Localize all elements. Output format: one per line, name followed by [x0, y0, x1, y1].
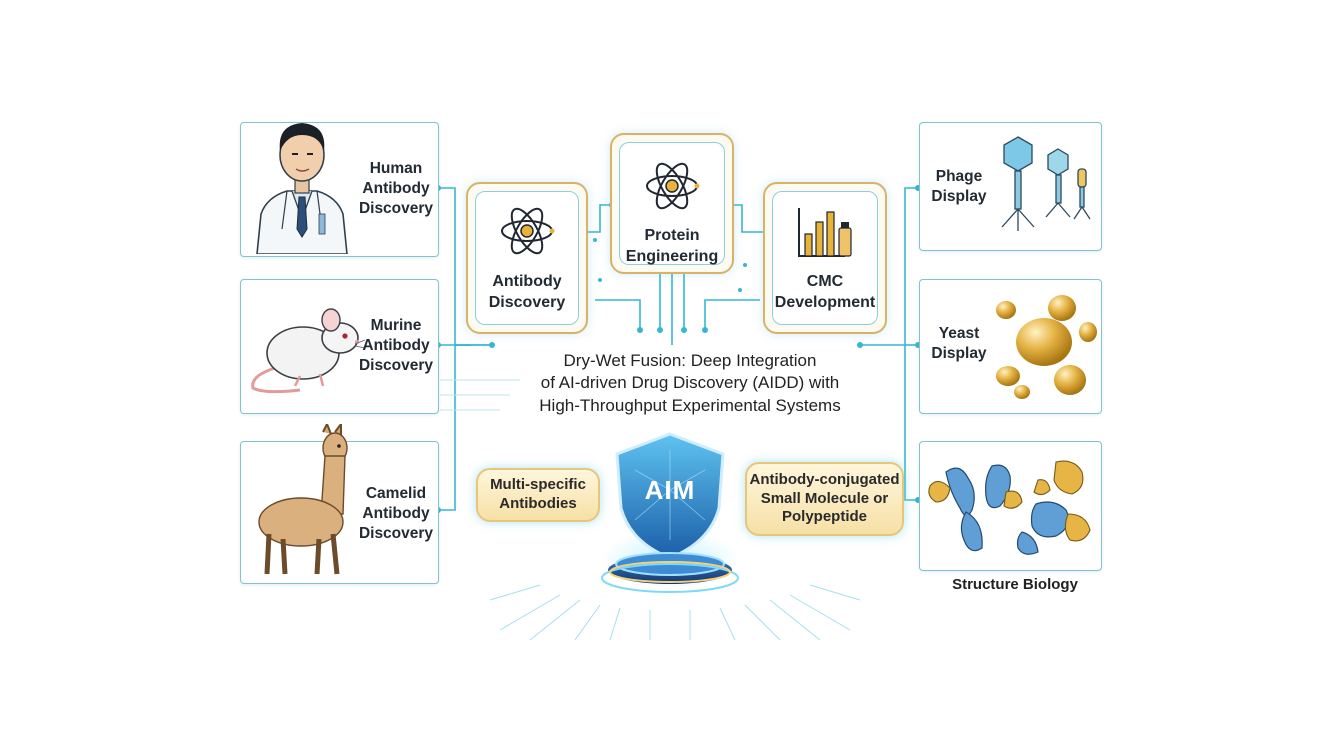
antibody-discovery-label: Antibody Discovery	[488, 273, 566, 311]
atom-icon	[501, 207, 555, 255]
protein-engineering-module: Protein Engineering	[610, 133, 734, 274]
mouse-icon	[251, 308, 365, 394]
yeast-display-card: Yeast Display	[919, 279, 1102, 414]
antibody-discovery-module: Antibody Discovery	[466, 182, 588, 334]
atom-icon	[646, 162, 700, 210]
human-antibody-card: Human Antibody Discovery	[240, 122, 439, 257]
murine-antibody-card: Murine Antibody Discovery	[240, 279, 439, 414]
structure-biology-caption: Structure Biology	[952, 576, 1078, 593]
protein-engineering-inner	[619, 142, 725, 265]
main-title: Dry-Wet Fusion: Deep Integration of AI-d…	[539, 351, 841, 415]
scientist-icon	[256, 123, 348, 254]
cmc-development-label: CMC Development	[774, 273, 876, 311]
protein-engineering-label: Protein Engineering	[625, 227, 719, 265]
phage-icon	[1001, 136, 1091, 231]
bar-chart-vial-icon	[798, 208, 852, 257]
multi-specific-pill: Multi-specific Antibodies	[476, 468, 600, 522]
phage-display-card: Phage Display	[919, 122, 1102, 251]
human-antibody-label: Human Antibody Discovery	[358, 160, 434, 218]
camelid-antibody-card: Camelid Antibody Discovery	[240, 424, 439, 584]
cmc-development-module: CMC Development	[763, 182, 887, 334]
protein-structure-icon	[928, 460, 1091, 555]
yeast-display-label: Yeast Display	[931, 325, 987, 363]
murine-antibody-label: Murine Antibody Discovery	[358, 317, 434, 375]
phage-display-label: Phage Display	[931, 168, 987, 206]
antibody-conjugated-pill: Antibody-conjugated Small Molecule or Po…	[745, 462, 904, 536]
llama-icon	[258, 424, 348, 575]
camelid-antibody-label: Camelid Antibody Discovery	[358, 485, 434, 543]
aim-badge-text: AIM	[644, 475, 696, 505]
cmc-development-inner	[772, 191, 878, 325]
structure-biology-card	[919, 441, 1102, 571]
yeast-cells-icon	[996, 295, 1097, 399]
aim-platform	[600, 432, 740, 593]
